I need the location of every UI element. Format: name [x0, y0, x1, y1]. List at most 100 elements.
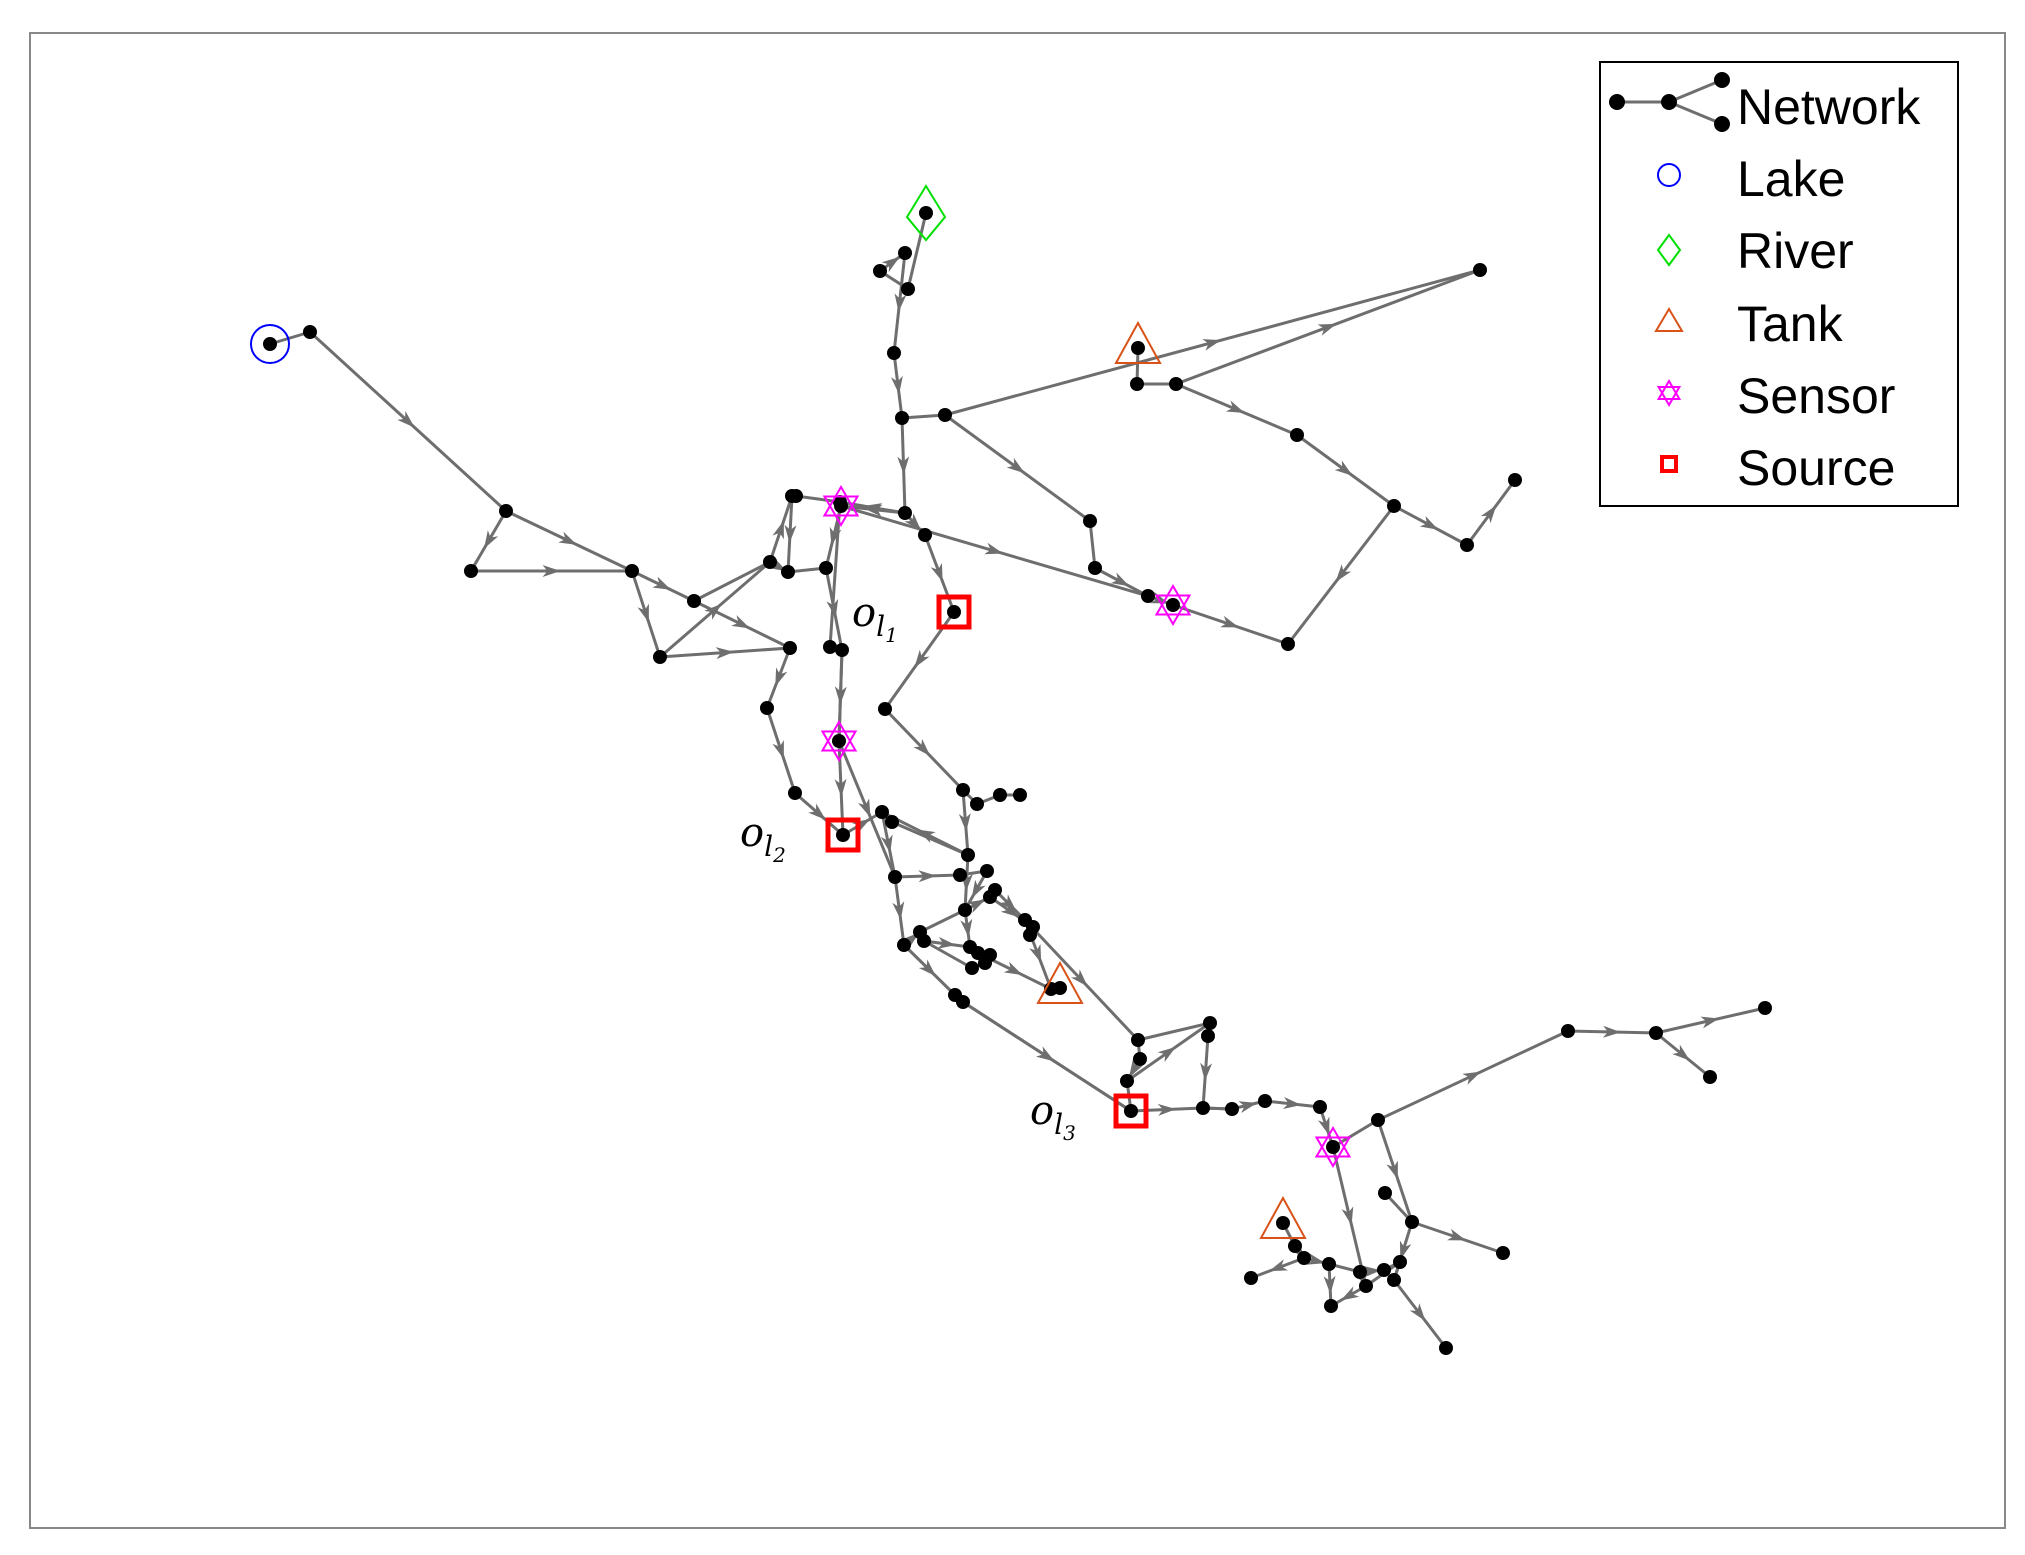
legend-tank-label: Tank [1737, 296, 1844, 352]
flow-arrow [1003, 961, 1023, 975]
junction-node [1131, 1033, 1145, 1047]
junction-node [464, 564, 478, 578]
junction-node [898, 506, 912, 520]
junction-node [1649, 1026, 1663, 1040]
junction-node [1013, 788, 1027, 802]
sensor-marker [820, 730, 858, 762]
flow-arrow [1480, 505, 1497, 524]
junction-node [1405, 1215, 1419, 1229]
flow-arrow [397, 411, 415, 428]
junction-node [980, 864, 994, 878]
flow-arrow [913, 738, 931, 756]
junction-node [783, 641, 797, 655]
junction-node [1244, 1271, 1258, 1285]
junction-node [993, 788, 1007, 802]
junction-node [885, 815, 899, 829]
junction-node [836, 828, 850, 842]
flow-arrow [1340, 1286, 1360, 1301]
flow-arrow [984, 542, 1004, 555]
sensor-marker [1314, 1126, 1352, 1158]
junction-nodes [263, 206, 1772, 1355]
junction-node [1359, 1279, 1373, 1293]
junction-node [983, 948, 997, 962]
junction-node [1473, 263, 1487, 277]
flow-arrow [1220, 615, 1240, 628]
junction-node [781, 565, 795, 579]
source-label-2: ol2 [740, 810, 786, 867]
flow-arrow [808, 803, 826, 820]
flow-arrow [1282, 1097, 1302, 1109]
junction-node [1290, 428, 1304, 442]
flow-arrow [1317, 323, 1337, 336]
flow-arrow [1000, 901, 1019, 918]
flow-arrow [542, 565, 561, 577]
source-marker [825, 817, 861, 853]
flow-arrow [958, 813, 971, 832]
junction-node [1288, 1239, 1302, 1253]
flow-arrow [1200, 1062, 1213, 1081]
flow-arrow [1269, 1259, 1289, 1272]
flow-arrow [864, 504, 883, 517]
junction-node [653, 650, 667, 664]
flow-arrow [1341, 1206, 1354, 1226]
flow-arrow [1386, 1160, 1398, 1180]
flow-arrow [894, 293, 907, 312]
junction-node [956, 783, 970, 797]
flow-arrow [772, 740, 784, 760]
junction-node [1124, 1104, 1138, 1118]
junction-node [789, 489, 803, 503]
flow-arrow [1306, 1253, 1326, 1265]
flow-arrow [897, 456, 910, 475]
junction-node [1508, 473, 1522, 487]
junction-node [887, 346, 901, 360]
flow-arrow [858, 798, 871, 818]
junction-node [1460, 538, 1474, 552]
junction-node [958, 903, 972, 917]
legend-source-label: Source [1737, 440, 1895, 496]
junction-node [1203, 1016, 1217, 1030]
junction-node [1201, 1029, 1215, 1043]
junction-node [898, 246, 912, 260]
flow-arrow [483, 530, 499, 549]
legend-box [1599, 61, 1959, 507]
junction-node [888, 870, 902, 884]
flow-arrow [772, 520, 784, 540]
sensor-legend-icon [1656, 379, 1682, 407]
junction-node [1166, 598, 1180, 612]
legend-river-label: River [1737, 223, 1854, 279]
sensor-legend-icon-part [1656, 379, 1682, 400]
junction-node [763, 555, 777, 569]
junction-node [956, 995, 970, 1009]
junction-node [819, 561, 833, 575]
pipe-edge [906, 212, 928, 290]
junction-node [1324, 1299, 1338, 1313]
flow-arrow [1110, 572, 1130, 587]
junction-node [873, 264, 887, 278]
sensor-marker [822, 495, 860, 527]
flow-arrow [1334, 460, 1353, 476]
flow-arrow [784, 524, 797, 543]
pipe-edge [1088, 520, 1097, 569]
junction-node [983, 890, 997, 904]
lake-legend-icon [1657, 163, 1681, 187]
flow-arrow [880, 834, 893, 854]
junction-node [1225, 1102, 1239, 1116]
flow-arrow [901, 932, 919, 949]
junction-node [1141, 589, 1155, 603]
flow-arrow [1157, 1103, 1176, 1116]
flow-arrow [1700, 1016, 1720, 1029]
flow-arrow [971, 879, 986, 899]
sensor-marker [1314, 1136, 1352, 1168]
junction-node [1313, 1100, 1327, 1114]
river-marker [905, 184, 947, 242]
flow-arrow [904, 513, 922, 531]
junction-node [834, 499, 848, 513]
special-markers [250, 184, 1352, 1239]
tank-marker [1259, 1195, 1307, 1239]
junction-node [303, 325, 317, 339]
flow-arrow [1036, 1046, 1055, 1062]
junction-node [788, 786, 802, 800]
sensor-marker [1154, 584, 1192, 616]
pipe-edge [923, 939, 973, 970]
